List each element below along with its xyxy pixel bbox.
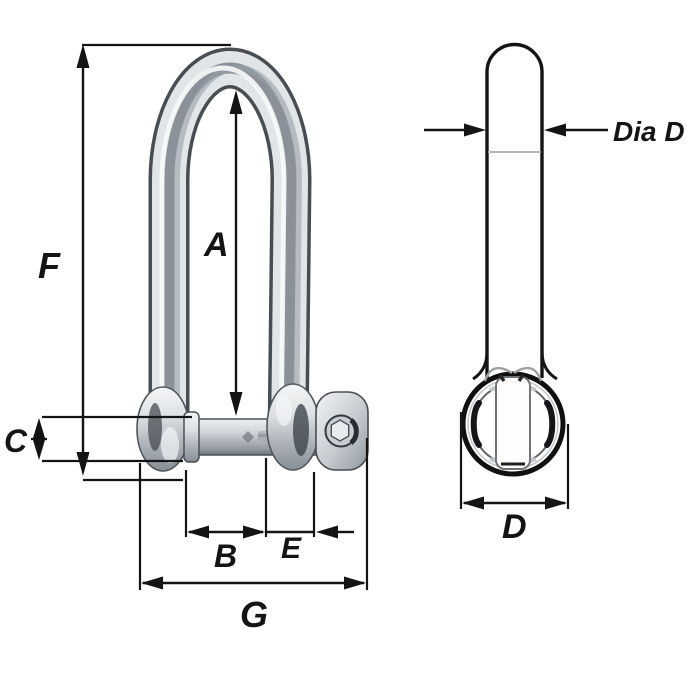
dim-f-label: F [38, 245, 61, 286]
dim-e: E [266, 472, 354, 565]
pin-head-ball [460, 371, 566, 477]
dim-c: C [4, 415, 192, 463]
dim-e-label: E [281, 532, 302, 565]
dim-g: G [138, 438, 369, 635]
dim-b: B [184, 458, 268, 574]
fork-ears [483, 366, 543, 382]
dim-f: F [38, 43, 231, 482]
dim-a: A [203, 90, 243, 416]
front-view: F A C B [4, 43, 369, 635]
pin-head-eye [315, 391, 369, 471]
side-view: Dia D D [424, 42, 685, 546]
hex-socket [330, 419, 350, 442]
dim-d: D [459, 412, 570, 546]
pin-side-rod [472, 42, 558, 381]
dim-d-label: D [502, 508, 527, 546]
pin-bar-side [495, 376, 531, 470]
shackle-bow [148, 47, 312, 460]
dim-c-label: C [4, 423, 28, 459]
right-clevis-eye [266, 383, 320, 471]
left-clevis-eye [136, 386, 190, 472]
dim-dia-d: Dia D [424, 116, 685, 147]
dim-b-label: B [214, 538, 237, 574]
dim-a-label: A [203, 226, 229, 264]
dim-dia-d-label: Dia D [613, 116, 685, 147]
dim-g-label: G [240, 594, 268, 635]
